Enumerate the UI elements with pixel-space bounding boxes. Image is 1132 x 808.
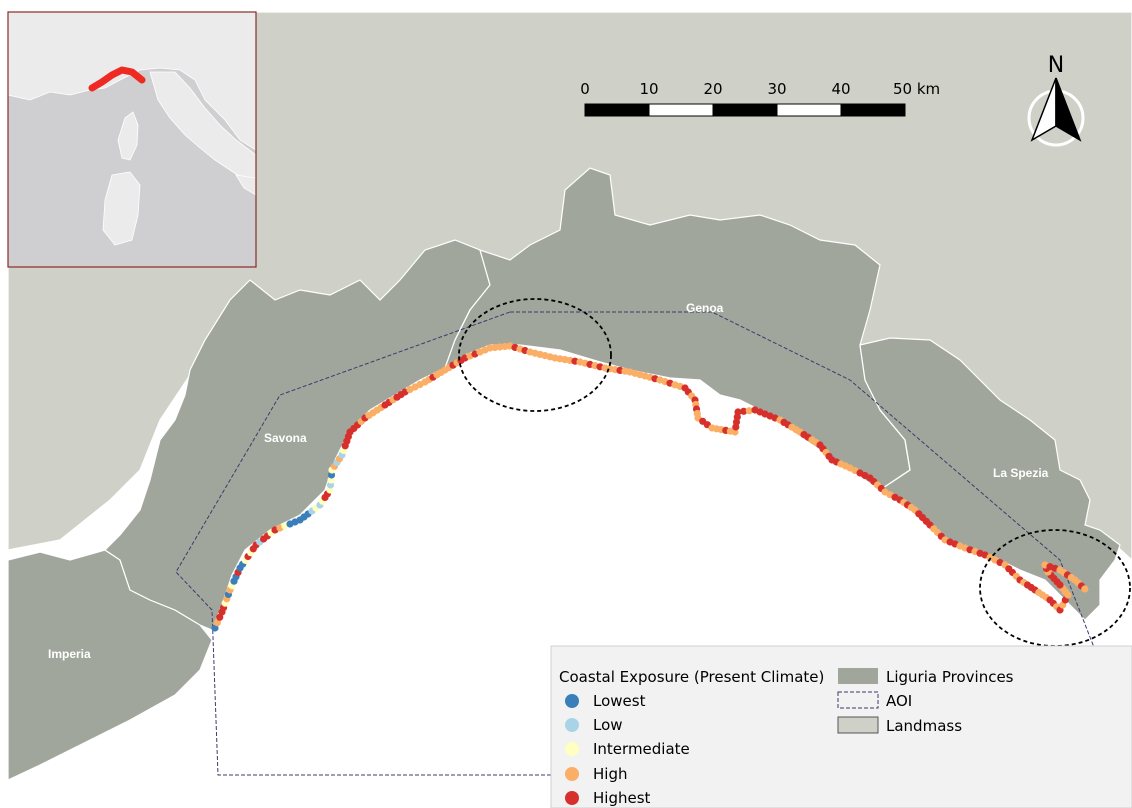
legend-title: Coastal Exposure (Present Climate)	[559, 668, 824, 686]
legend-swatch-lowest	[565, 694, 579, 708]
inset-frame	[7, 11, 257, 268]
scale-tick-label: 20	[703, 80, 722, 98]
province-la-spezia-area	[859, 337, 1121, 621]
legend-label-low: Low	[593, 716, 623, 734]
inset-map	[7, 11, 257, 268]
coast-exposure-point	[745, 407, 753, 415]
province-label-genoa: Genoa	[686, 301, 724, 315]
legend-swatch-high	[565, 767, 579, 781]
legend-label-landmass: Landmass	[886, 717, 962, 735]
north-arrow-right-half	[1055, 77, 1082, 142]
legend-label-lowest: Lowest	[593, 692, 646, 710]
legend-label-high: High	[593, 765, 627, 783]
legend-label-aoi: AOI	[886, 692, 912, 710]
scale-bar-segment	[648, 103, 714, 117]
coastal-exposure-points	[211, 342, 1089, 632]
north-label: N	[1048, 53, 1064, 78]
scale-tick-label: 10	[639, 80, 658, 98]
scale-bar-segment	[712, 103, 778, 117]
inset-land-sardinia	[102, 171, 141, 246]
province-label-la-spezia: La Spezia	[993, 466, 1049, 480]
province-border	[454, 309, 911, 491]
legend-swatch-low	[565, 718, 579, 732]
scale-tick-label: 30	[767, 80, 786, 98]
scale-tick-label: 0	[580, 80, 590, 98]
coast-exposure-point	[213, 619, 221, 627]
scale-bar-segment	[840, 103, 906, 117]
highlight-ellipse-genoa-west	[458, 298, 612, 412]
scale-tick-label: 40	[831, 80, 850, 98]
legend-swatch-provinces	[838, 668, 878, 684]
scale-bar-segment	[776, 103, 842, 117]
legend-label-highest: Highest	[593, 789, 651, 807]
legend-swatch-landmass	[837, 716, 879, 734]
legend-swatch-aoi	[837, 691, 879, 709]
legend-label-intermediate: Intermediate	[593, 740, 690, 758]
coast-exposure-point	[734, 408, 742, 416]
inset-liguria-highlight	[88, 66, 146, 92]
legend-label-provinces: Liguria Provinces	[886, 668, 1014, 686]
coast-exposure-point	[740, 407, 748, 415]
province-label-imperia: Imperia	[48, 647, 91, 661]
highlight-ellipse-la-spezia	[979, 529, 1131, 647]
legend: Coastal Exposure (Present Climate) Lowes…	[550, 645, 1132, 808]
scale-bar-segment	[584, 103, 650, 117]
north-arrow: N	[1027, 53, 1085, 147]
legend-swatch-intermediate	[565, 742, 579, 756]
legend-swatch-highest	[565, 791, 579, 805]
inset-land-north	[7, 11, 257, 151]
coast-exposure-point	[1081, 585, 1089, 593]
scale-bar: 0 10 20 30 40 50 km	[580, 80, 940, 117]
inset-land-corsica	[117, 111, 139, 161]
province-label-savona: Savona	[264, 431, 307, 445]
scale-end-label: 50 km	[893, 80, 940, 98]
